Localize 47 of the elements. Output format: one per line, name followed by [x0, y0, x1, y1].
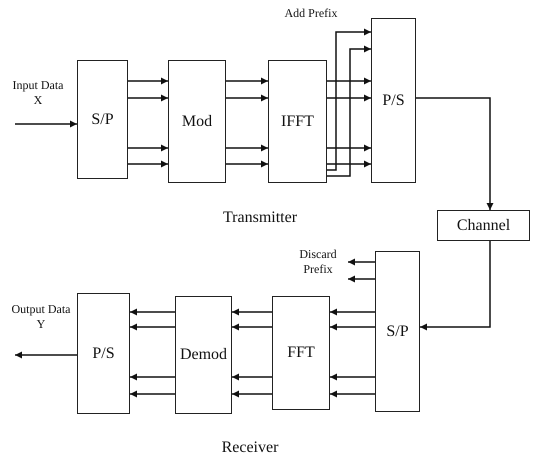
arrow [130, 390, 175, 398]
process-box: S/P [77, 60, 128, 179]
section-title: Receiver [220, 440, 280, 455]
arrow [128, 94, 168, 102]
arrow [15, 352, 77, 358]
arrow [130, 374, 175, 380]
process-box: FFT [272, 296, 330, 410]
arrow [327, 94, 371, 102]
arrow [327, 144, 371, 152]
arrow [232, 390, 272, 398]
arrow [130, 324, 175, 330]
arrow [348, 276, 375, 282]
output-label: Output Data Y [10, 302, 72, 332]
arrow [327, 160, 371, 168]
arrow [327, 28, 371, 171]
arrow [128, 144, 168, 152]
process-box: Channel [437, 210, 530, 241]
arrow [130, 308, 175, 316]
arrow [226, 160, 268, 168]
arrow [348, 258, 375, 266]
section-title: Transmitter [222, 210, 298, 225]
arrow [226, 144, 268, 152]
process-box: Demod [175, 296, 232, 414]
arrow [232, 308, 272, 316]
arrow [330, 324, 375, 330]
arrow [330, 390, 375, 398]
prefix-label: Add Prefix [284, 6, 338, 21]
arrow [232, 374, 272, 380]
arrow [330, 308, 375, 316]
arrow [128, 160, 168, 168]
arrow [420, 241, 491, 330]
process-box: P/S [77, 293, 130, 414]
process-box: Mod [168, 60, 226, 183]
arrow [327, 46, 371, 177]
arrow [128, 78, 168, 84]
arrow [232, 324, 272, 330]
arrow [330, 374, 375, 380]
process-box: IFFT [268, 60, 327, 183]
arrow [226, 78, 268, 84]
process-box: S/P [375, 251, 420, 412]
arrow [327, 78, 371, 84]
arrow [416, 97, 494, 210]
process-box: P/S [371, 18, 416, 183]
arrow [226, 94, 268, 102]
prefix-label: Discard Prefix [288, 240, 348, 284]
arrow [15, 120, 77, 128]
input-label: Input Data X [12, 78, 64, 108]
